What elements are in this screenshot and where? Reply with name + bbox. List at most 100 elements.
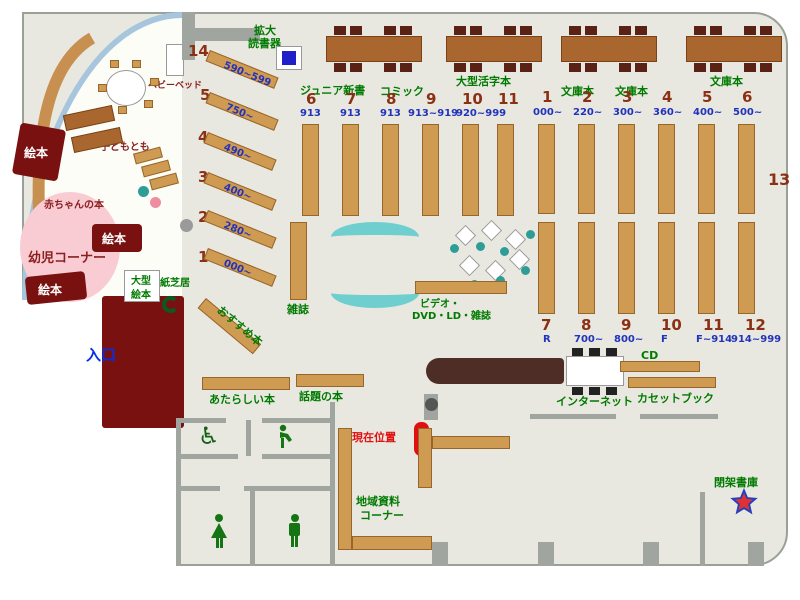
shelf-number: 7 (346, 90, 357, 108)
shelf-number: 2 (582, 88, 593, 106)
baby-bed-label: ベビーベッド (148, 81, 203, 91)
chair (569, 63, 581, 72)
toddler-corner-label: 幼児コーナー (28, 251, 107, 266)
chair (635, 26, 647, 35)
shelf-number: 8 (386, 90, 397, 108)
shelf-column (658, 222, 675, 314)
kids-stool (144, 100, 153, 108)
nursing-icon (279, 424, 292, 448)
internet-table (566, 356, 624, 386)
shelf-column (738, 124, 755, 214)
video-label: ビデオ・ (420, 299, 460, 310)
shelf-range: F (661, 334, 668, 345)
shelf-column (382, 124, 399, 216)
shelf-range: F~914 (696, 334, 733, 345)
chair (744, 26, 756, 35)
picture-books-label: 絵本 (24, 146, 49, 160)
reading-table (446, 36, 542, 62)
shelf-number: 10 (462, 90, 483, 108)
picture-books-label: 絵本 (102, 232, 127, 246)
wall (246, 420, 251, 456)
shelf-number: 10 (661, 316, 682, 334)
wall (262, 454, 335, 459)
shelf-number: 1 (542, 88, 553, 106)
wall (640, 414, 718, 419)
chair (694, 63, 706, 72)
internet-label: インターネット (556, 395, 633, 408)
chair (694, 26, 706, 35)
chair (470, 63, 482, 72)
kids-stool (98, 84, 107, 92)
shelf-range: 913 (340, 108, 361, 119)
carrel-chair (496, 276, 505, 285)
large-print-label: 大型活字本 (456, 75, 511, 88)
chair (454, 26, 466, 35)
local-materials-shelf (418, 428, 432, 488)
shelf-number: 12 (745, 316, 766, 334)
shelf-row (432, 436, 510, 449)
service-counter (426, 358, 564, 384)
topic-books-label: 話題の本 (299, 390, 343, 403)
shelf-number: 11 (498, 90, 519, 108)
junior-books-label: ジュニア新書 (300, 84, 366, 97)
carrel-chair (450, 244, 459, 253)
chair (635, 63, 647, 72)
reading-table (326, 36, 422, 62)
chair (710, 26, 722, 35)
shelf-range: 913 (380, 108, 401, 119)
wall (250, 490, 255, 566)
chair (504, 26, 516, 35)
wall (176, 486, 220, 491)
shelf-range: 913~919 (408, 108, 459, 119)
chair (334, 26, 346, 35)
bunko-label: 文庫本 (710, 75, 743, 88)
chair (619, 26, 631, 35)
shelf-range: 300~ (613, 107, 643, 118)
bunko-label: 文庫本 (615, 85, 648, 98)
magnifier-label: 読書器 (248, 37, 281, 50)
comic-label: コミック (380, 85, 424, 98)
carrel-chair (521, 266, 530, 275)
chair (606, 387, 617, 395)
shelf-column (578, 124, 595, 214)
pillar (180, 219, 193, 232)
shelf-number: 9 (426, 90, 437, 108)
local-materials-label: 地域資料 (356, 495, 400, 508)
chair (454, 63, 466, 72)
wall (176, 418, 181, 566)
shelf-column (538, 124, 555, 214)
chair (384, 63, 396, 72)
picture-book-wall (102, 296, 184, 428)
shelf-range: 913 (300, 108, 321, 119)
bunko-label: 文庫本 (561, 85, 594, 98)
chair (760, 26, 772, 35)
magazine-shelf (290, 222, 307, 300)
cd-shelf (620, 361, 700, 372)
shelf-number: 5 (702, 88, 713, 106)
reading-table (561, 36, 657, 62)
shelf-number: 3 (622, 88, 633, 106)
cassette-shelf (628, 377, 716, 388)
shelf-column (302, 124, 319, 216)
kids-magazine-label: 子どもとも (100, 142, 150, 153)
shelf-column (618, 124, 635, 214)
shelf-number: 6 (742, 88, 753, 106)
wall (700, 492, 705, 566)
chair (334, 63, 346, 72)
large-picture-book-box (124, 270, 160, 302)
shelf-column (658, 124, 675, 214)
chair (520, 63, 532, 72)
chair (606, 348, 617, 356)
wall (176, 418, 226, 423)
kids-curved-shelf (32, 32, 96, 235)
shelf-range: R (543, 334, 551, 345)
wall (530, 414, 616, 419)
shelf-range: 220~ (573, 107, 603, 118)
chair (569, 26, 581, 35)
wall (176, 454, 238, 459)
kids-chair (162, 296, 179, 313)
kids-stool (150, 78, 159, 86)
chair (572, 348, 583, 356)
shelf-column (698, 124, 715, 214)
